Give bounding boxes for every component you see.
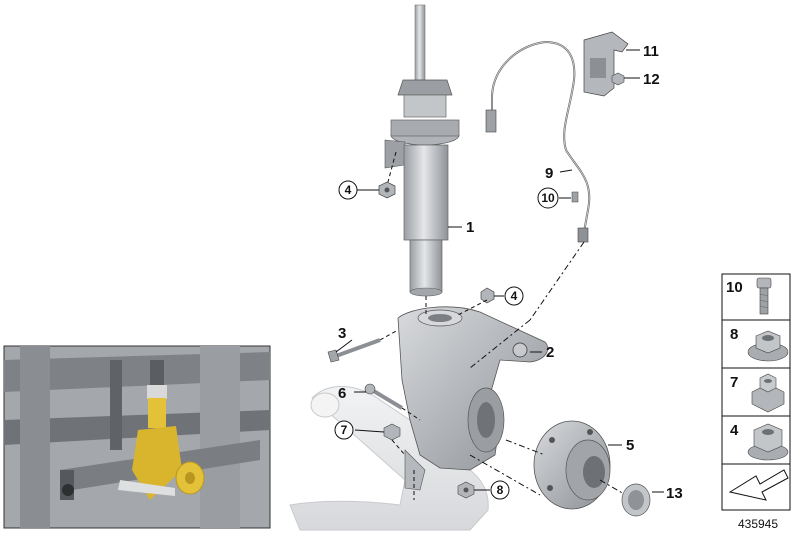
callout-10: 10 <box>541 191 555 205</box>
self-locking-nut-icon <box>747 423 789 461</box>
callout-7: 7 <box>341 423 348 437</box>
nut-8 <box>457 481 475 499</box>
nut-upper <box>378 181 396 199</box>
legend-label-10: 10 <box>726 279 743 296</box>
nut-lower <box>480 287 495 304</box>
bolt-icon <box>756 277 772 315</box>
nut-7 <box>383 423 401 441</box>
speed-sensor-cable <box>485 40 591 243</box>
bolt-6 <box>364 383 404 410</box>
callout-4-lower: 4 <box>511 289 518 303</box>
flange-nut-icon <box>747 330 789 362</box>
fastener-legend: 10 8 7 4 <box>721 273 791 511</box>
callout-9: 9 <box>545 165 553 182</box>
bolt-10 <box>571 191 579 203</box>
sensor-bracket <box>583 31 629 97</box>
diagram-number: 435945 <box>738 517 778 531</box>
callout-6: 6 <box>338 385 346 402</box>
callout-1: 1 <box>466 219 474 236</box>
shock-strut <box>384 4 460 297</box>
callout-12: 12 <box>643 71 660 88</box>
legend-label-7: 7 <box>730 374 738 391</box>
callout-3: 3 <box>338 325 346 342</box>
callout-4-upper: 4 <box>345 183 352 197</box>
leader-lines <box>335 49 664 500</box>
callout-labels: 1 2 3 5 6 9 11 12 13 4 4 7 8 10 <box>334 43 683 502</box>
callout-13: 13 <box>666 485 683 502</box>
callout-8: 8 <box>497 483 504 497</box>
bolt-3 <box>327 338 381 363</box>
inset-overview-image <box>3 345 271 529</box>
nut-12 <box>611 72 625 86</box>
wheel-carrier <box>397 306 549 491</box>
callout-5: 5 <box>626 437 634 454</box>
legend-label-8: 8 <box>730 326 738 343</box>
control-arm <box>289 385 489 531</box>
dust-cap <box>621 483 651 517</box>
lock-nut-icon <box>751 373 785 413</box>
callout-2: 2 <box>546 344 554 361</box>
legend-label-4: 4 <box>730 422 739 439</box>
callout-11: 11 <box>643 43 659 60</box>
wheel-hub <box>533 420 611 510</box>
arrow-down-left-icon <box>728 469 789 501</box>
